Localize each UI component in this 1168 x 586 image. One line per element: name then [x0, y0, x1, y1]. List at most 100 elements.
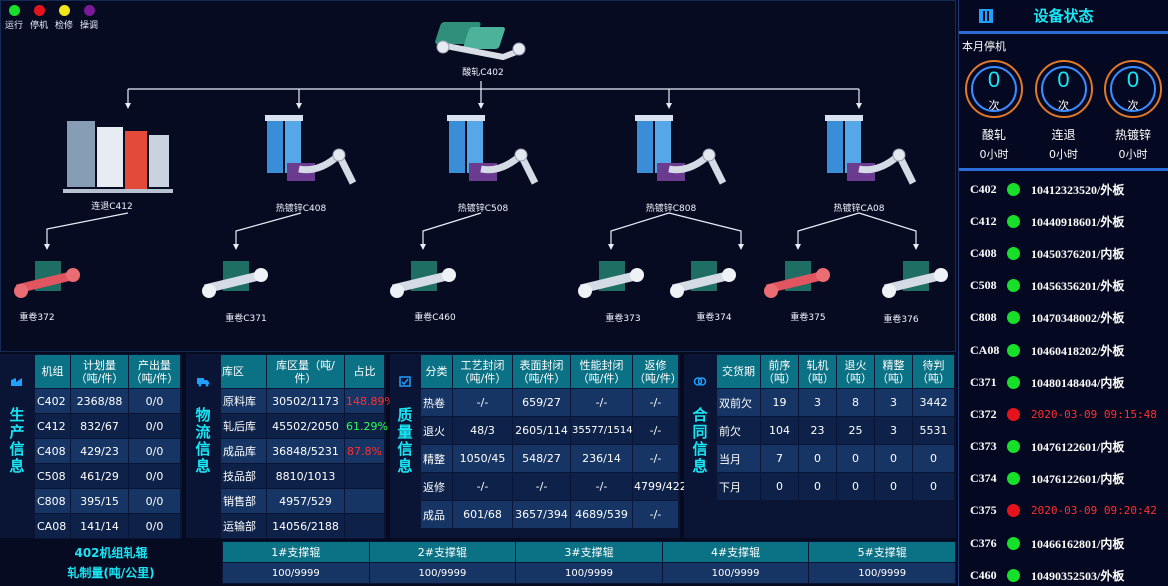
roller-header: 1#支撑辊 [222, 541, 370, 563]
roller-value: 100/9999 [222, 562, 370, 584]
table-cell: 热卷 [420, 388, 453, 417]
contract-info-title: 合同信息 [690, 407, 709, 475]
recoiler-icon[interactable] [881, 257, 953, 305]
recoiler-icon-red[interactable] [763, 257, 835, 305]
stop-dot-icon [1007, 407, 1020, 421]
table-cell: -/- [632, 416, 679, 445]
table-cell: C408 [34, 438, 71, 464]
table-cell: 30502/1173 [266, 388, 345, 414]
col-header: 分类 [420, 354, 453, 389]
table-cell: 2368/88 [70, 388, 129, 414]
col-header: 交货期 [716, 354, 761, 389]
table-cell: 395/15 [70, 488, 129, 514]
galvanizing-line-icon[interactable] [259, 113, 357, 189]
legend-run: 运行 [5, 5, 23, 31]
col-header: 返修（吨/件） [632, 354, 682, 389]
table-cell: 0 [798, 472, 837, 501]
table-row[interactable]: 热卷-/-659/27-/--/- [420, 388, 679, 417]
table-cell: C508 [34, 463, 71, 489]
table-cell: 141/14 [70, 513, 129, 539]
recoiler-icon-red[interactable] [13, 257, 85, 305]
annealing-line-icon[interactable] [63, 113, 175, 197]
node-label-C508: 热镀锌C508 [457, 204, 509, 214]
run-dot-icon [1007, 214, 1020, 228]
table-cell: 4689/539 [570, 500, 633, 529]
run-dot-icon [1007, 536, 1020, 550]
table-cell: 成品 [420, 500, 453, 529]
col-header: 产出量（吨/件） [128, 354, 181, 389]
recoiler-icon[interactable] [389, 257, 461, 305]
roller-value: 100/9999 [515, 562, 663, 584]
legend-repair: 检修 [55, 5, 73, 31]
col-header: 精整（吨） [874, 354, 913, 389]
table-row[interactable]: 返修-/--/--/-4799/422 [420, 472, 687, 501]
table-cell: 退火 [420, 416, 453, 445]
galvanizing-line-icon[interactable] [441, 113, 539, 189]
table-cell: 0 [836, 444, 875, 473]
run-dot-icon [8, 5, 20, 16]
machine-status-text: 10412323520/外板 [1031, 182, 1125, 197]
table-cell: 3 [874, 416, 913, 445]
table-cell: 3 [874, 388, 913, 417]
run-dot-icon [1007, 568, 1020, 582]
pickling-mill-icon[interactable] [433, 17, 529, 65]
gauge-pickling: 0 次 酸轧 0小时 [961, 58, 1027, 162]
quality-info-panel: 质量信息 分类 工艺封闭（吨/件） 表面封闭（吨/件） 性能封闭（吨/件） 返修… [390, 354, 687, 538]
table-cell: 25 [836, 416, 875, 445]
recoiler-icon[interactable] [201, 257, 273, 305]
stop-dot-icon [33, 5, 45, 16]
roller-header: 5#支撑辊 [808, 541, 956, 563]
galvanizing-line-icon[interactable] [629, 113, 727, 189]
recoiler-icon[interactable] [577, 257, 649, 305]
table-cell: 61.29% [344, 413, 388, 439]
recoiler-icon[interactable] [669, 257, 741, 305]
table-cell: -/- [632, 444, 679, 473]
machine-status-text: 10480148404/内板 [1031, 375, 1125, 390]
table-cell: 0 [912, 444, 955, 473]
machine-status-text: 10476122601/内板 [1031, 440, 1125, 455]
table-cell: 7 [760, 444, 799, 473]
col-header: 占比 [344, 354, 385, 389]
table-cell: 832/67 [70, 413, 129, 439]
table-cell: 1050/45 [452, 444, 513, 473]
machine-code: C808 [970, 310, 997, 325]
table-cell: 45502/2050 [266, 413, 345, 439]
table-cell: 148.89% [344, 388, 395, 414]
galvanizing-line-icon[interactable] [819, 113, 917, 189]
table-cell: 0/0 [128, 513, 181, 539]
